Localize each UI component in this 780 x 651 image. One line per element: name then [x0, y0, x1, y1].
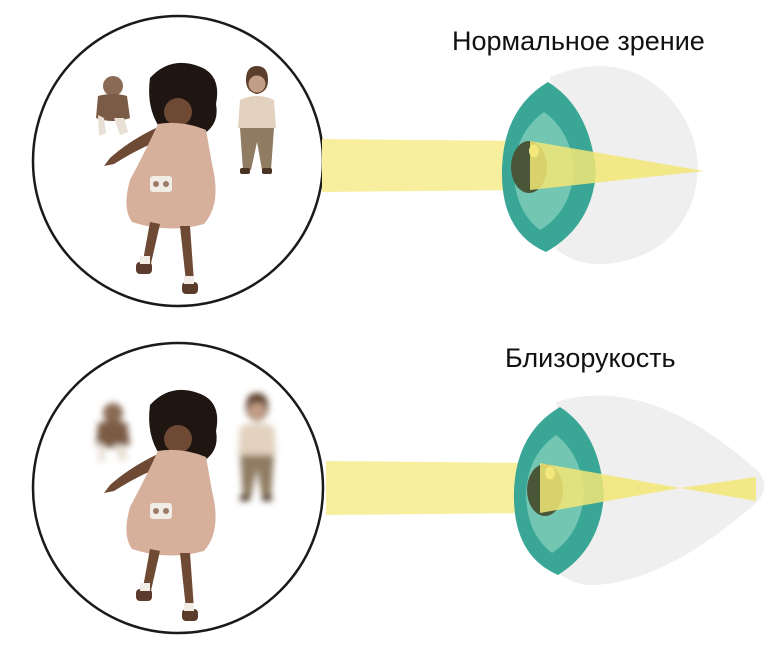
myopia-label: Близорукость	[505, 343, 676, 373]
normal-vision-label: Нормальное зрение	[452, 26, 705, 56]
myopia-panel: Близорукость	[0, 325, 780, 650]
myopia-diagram	[31, 341, 765, 635]
light-beam-icon	[322, 139, 530, 192]
eye-icon	[501, 66, 704, 265]
normal-vision-diagram	[31, 14, 704, 308]
normal-vision-panel: Нормальное зрение	[0, 0, 780, 325]
focus-cone	[530, 141, 704, 190]
eye-icon	[513, 395, 765, 586]
light-beam-icon	[326, 461, 540, 515]
focus-cone	[540, 463, 756, 513]
